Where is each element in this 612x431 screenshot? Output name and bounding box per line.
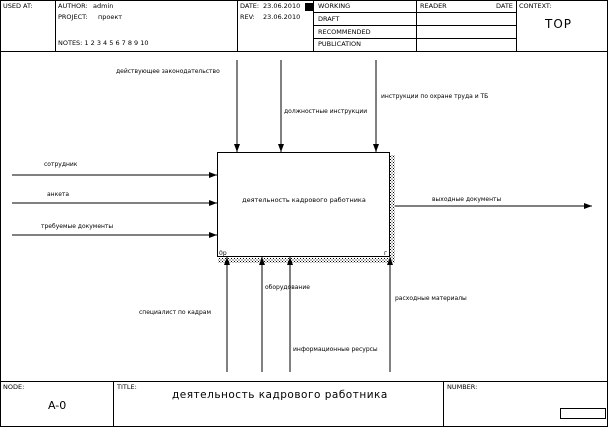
output-label-1: выходные документы — [432, 196, 502, 203]
activity-title: деятельность кадрового работника — [242, 196, 366, 204]
context-value: TOP — [545, 17, 573, 31]
activity-code: 0р — [219, 250, 227, 257]
context-label: CONTEXT: — [519, 2, 552, 10]
control-label-3: инструкции по охране труда и ТБ — [381, 93, 488, 100]
footer-number-box — [560, 408, 606, 419]
footer-number-cell — [443, 381, 608, 427]
status-working-marker — [305, 3, 314, 11]
project-label: PROJECT: — [58, 13, 88, 21]
status-draft: DRAFT — [318, 15, 340, 23]
title-value: деятельность кадрового работника — [172, 389, 388, 401]
mechanism-label-3: информационные ресурсы — [293, 346, 378, 353]
reader-date-label: DATE — [496, 2, 513, 10]
control-label-2: должностные инструкции — [284, 108, 367, 115]
rev-value: 23.06.2010 — [263, 13, 301, 21]
status-recommended: RECOMMENDED — [318, 28, 371, 36]
status-working: WORKING — [318, 2, 351, 10]
date-label: DATE: — [240, 2, 260, 10]
footer-title-cell — [113, 381, 444, 427]
node-label: NODE: — [3, 383, 25, 391]
used-at-label: USED AT: — [3, 2, 33, 10]
project-value: проект — [98, 13, 123, 21]
input-label-3: требуемые документы — [41, 223, 113, 230]
number-label: NUMBER: — [447, 383, 478, 391]
control-label-1: действующее законодательство — [116, 68, 220, 75]
input-label-1: сотрудник — [44, 161, 78, 168]
status-publication: PUBLICATION — [318, 40, 362, 48]
mechanism-label-4: расходные материалы — [395, 295, 467, 302]
input-label-2: анкета — [47, 191, 69, 198]
title-label: TITLE: — [117, 383, 137, 391]
author-label: AUTHOR: — [58, 2, 88, 10]
author-value: admin — [93, 2, 114, 10]
rev-label: REV: — [240, 13, 255, 21]
mechanism-label-2: оборудование — [265, 284, 310, 291]
mechanism-label-1: специалист по кадрам — [139, 309, 211, 316]
activity-corner-mark: г — [384, 250, 387, 257]
node-value: A-0 — [48, 399, 67, 412]
date-value: 23.06.2010 — [263, 2, 301, 10]
activity-box[interactable] — [217, 152, 396, 264]
notes-label: NOTES: 1 2 3 4 5 6 7 8 9 10 — [58, 39, 149, 47]
reader-label: READER — [420, 2, 447, 10]
